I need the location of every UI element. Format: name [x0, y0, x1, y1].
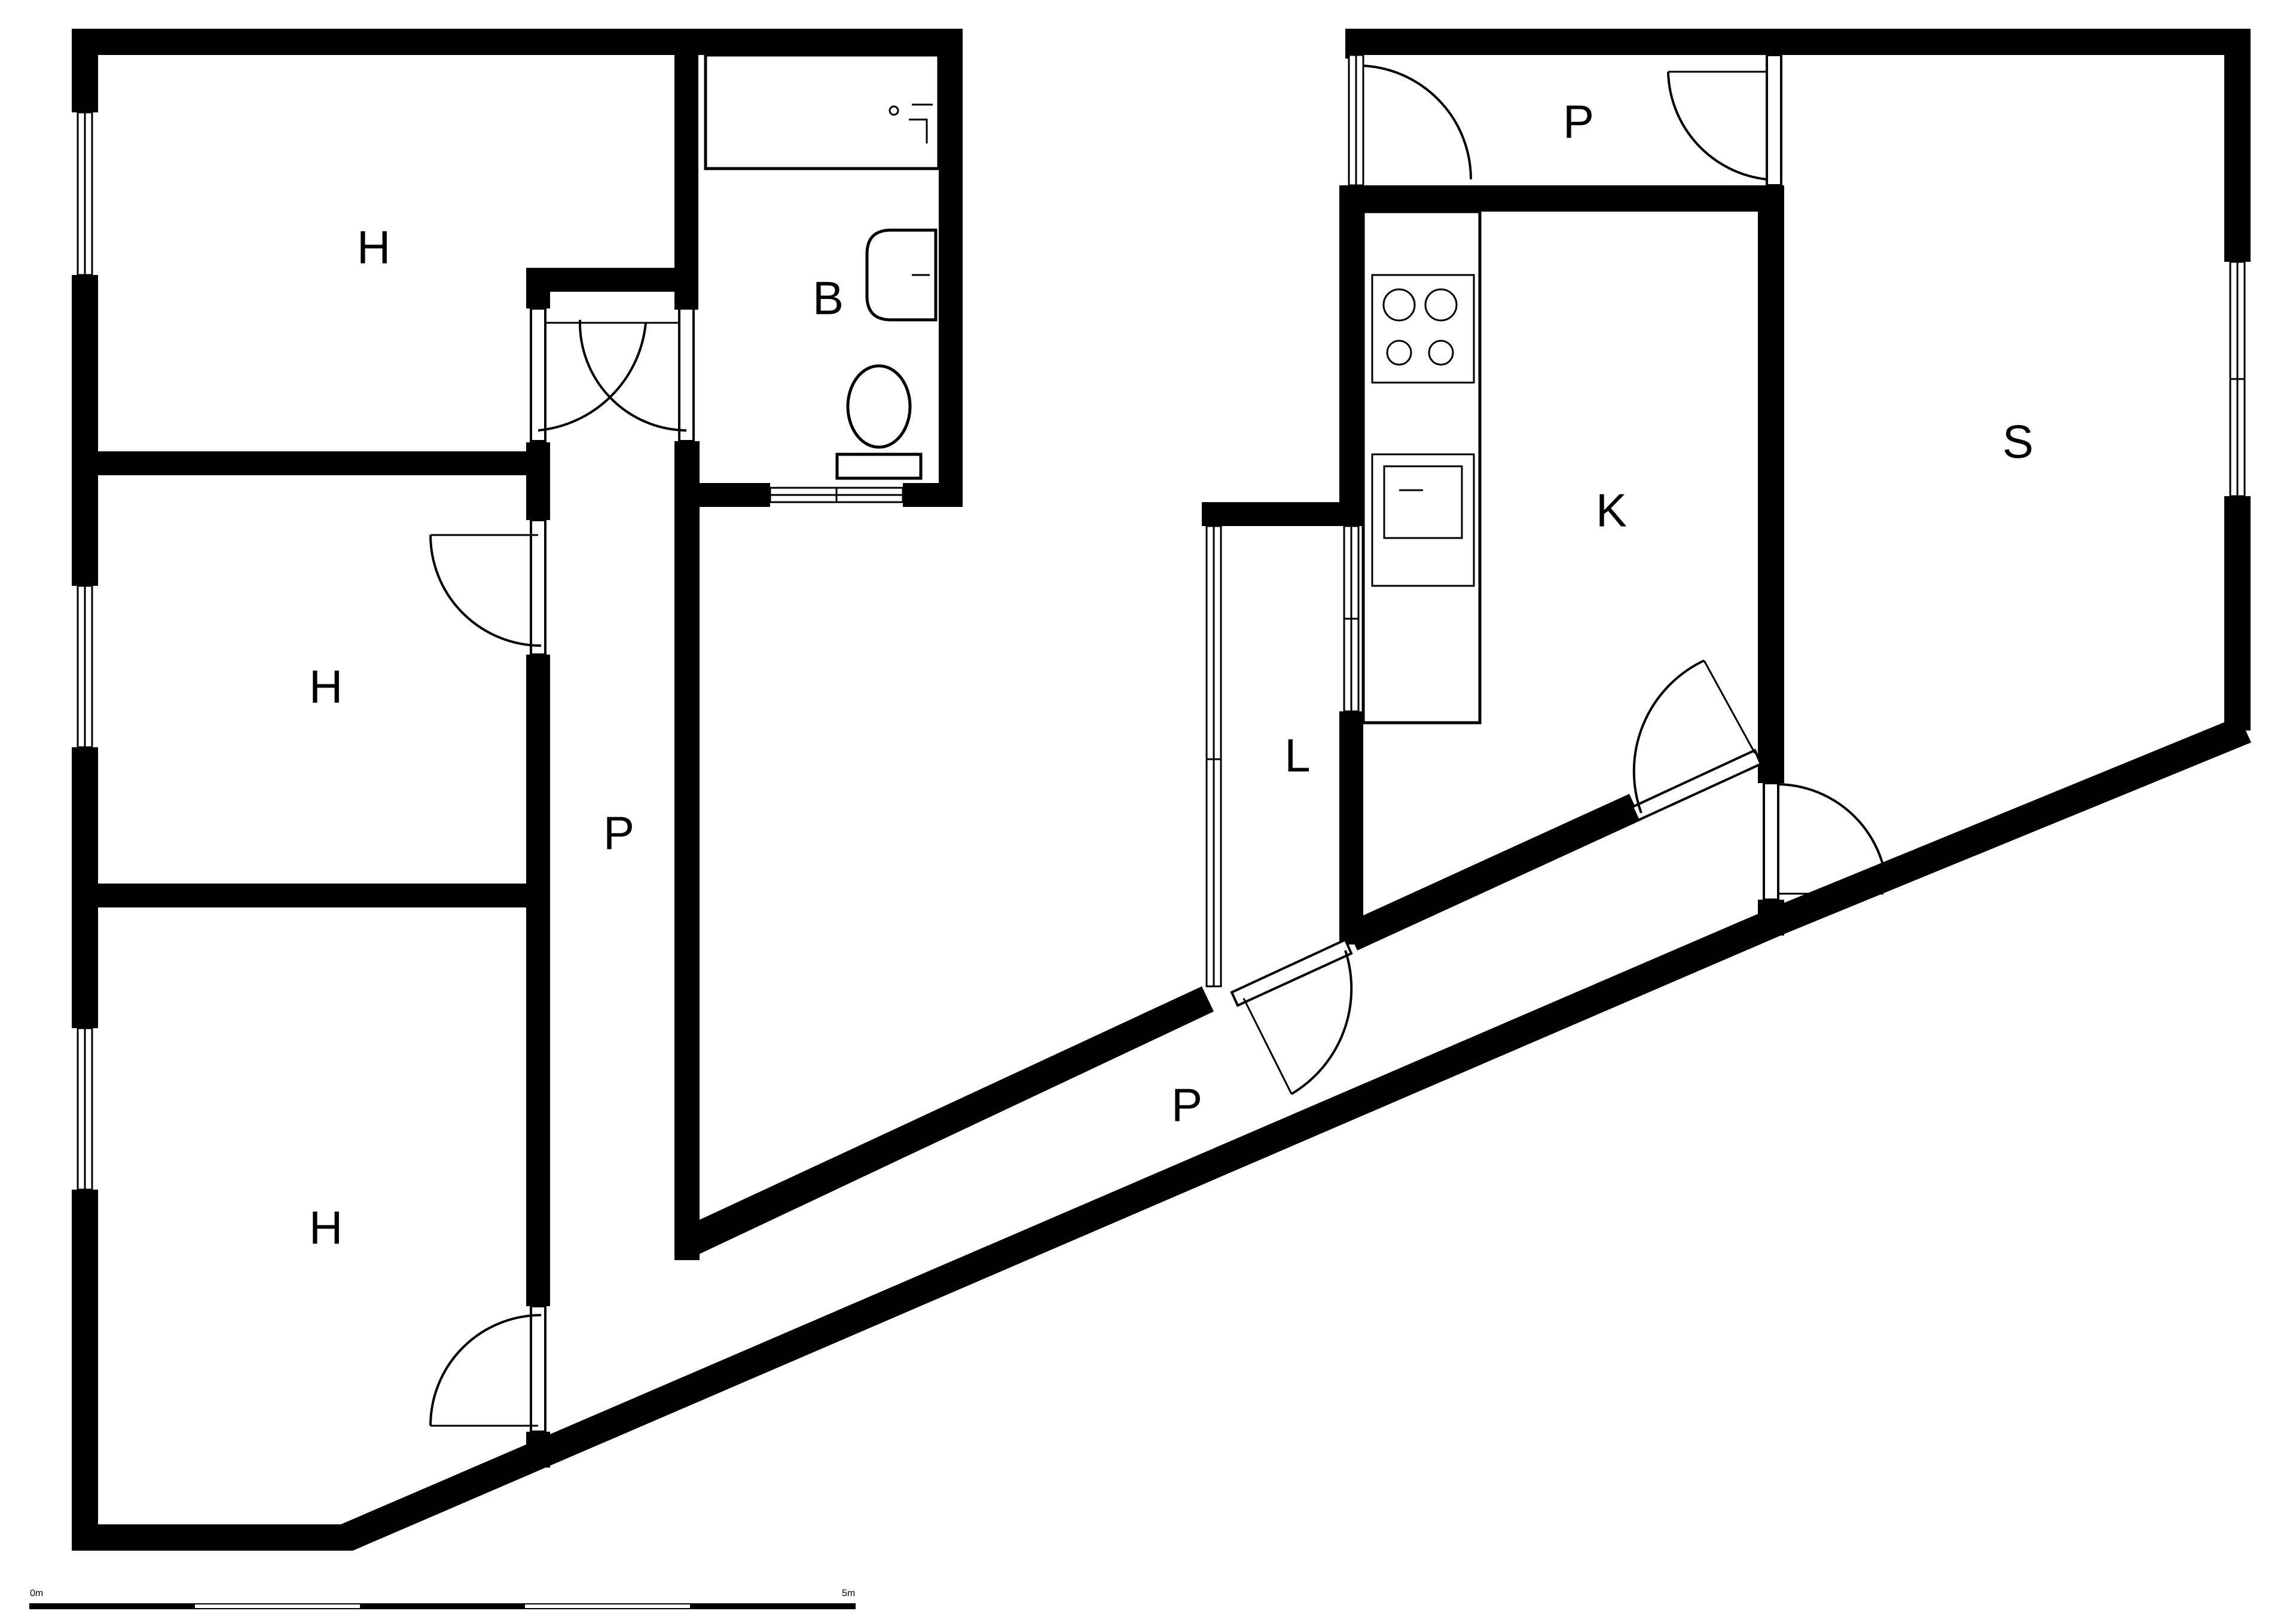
room-label-hall-bottom: P	[1171, 1079, 1202, 1132]
scale-start-label: 0m	[30, 1588, 43, 1598]
kitchen-counter	[1361, 210, 1482, 725]
windows	[77, 54, 2246, 1191]
room-label-laundry: L	[1284, 729, 1310, 782]
bathtub	[704, 53, 941, 170]
room-label-bedroom-top: H	[357, 221, 390, 274]
walls	[72, 29, 2251, 1551]
room-labels: H H H B P P P K S L	[309, 96, 2034, 1254]
room-label-hall-left: P	[603, 807, 634, 860]
room-label-bedroom-middle: H	[309, 661, 343, 713]
room-label-kitchen: K	[1596, 484, 1627, 537]
doors	[429, 54, 1885, 1433]
scale-bar: 0m 5m	[29, 1588, 856, 1609]
room-label-bedroom-bottom: H	[309, 1202, 343, 1254]
room-label-living: S	[2002, 415, 2034, 468]
bathroom-sink	[865, 228, 938, 322]
room-label-hall-top-right: P	[1563, 96, 1594, 148]
scale-end-label: 5m	[842, 1588, 855, 1598]
toilet	[835, 364, 923, 480]
room-label-bathroom: B	[813, 272, 844, 325]
